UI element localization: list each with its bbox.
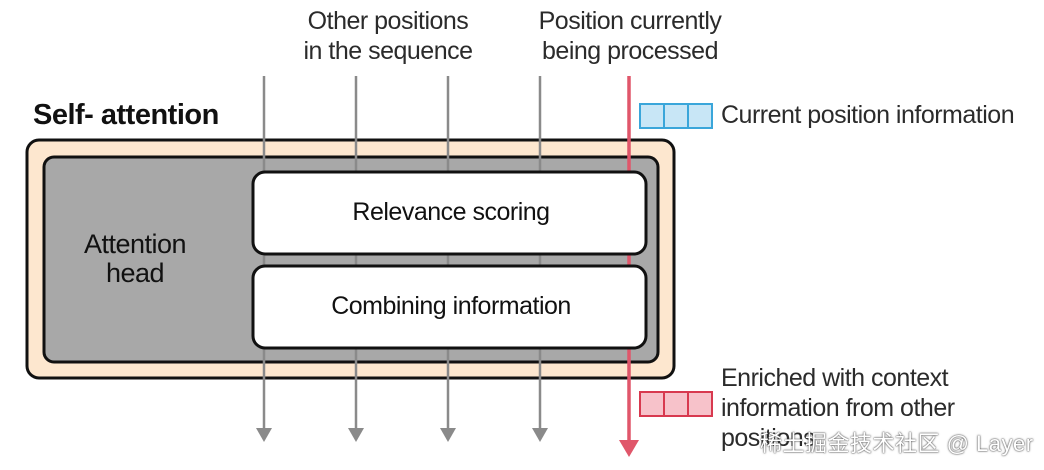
relevance-scoring-label: Relevance scoring bbox=[352, 198, 550, 226]
enriched-line-3: positions bbox=[721, 424, 816, 452]
gray-arrowhead-2 bbox=[348, 428, 364, 442]
combining-information-label: Combining information bbox=[331, 292, 571, 320]
attention-head-line-2: head bbox=[105, 258, 165, 288]
attention-head-line-1: Attention bbox=[83, 229, 187, 259]
attention-head-label: Attention head bbox=[60, 230, 210, 288]
watermark: 稀土掘金技术社区 @ Layer bbox=[760, 431, 1034, 456]
enriched-line-2: information from other bbox=[721, 394, 955, 422]
current-position-arrowhead bbox=[619, 440, 639, 457]
current-info-label: Current position information bbox=[721, 101, 1015, 129]
current-vector-icon bbox=[639, 103, 713, 129]
current-position-line-1: Position currently bbox=[538, 7, 722, 35]
gray-arrowhead-3 bbox=[440, 428, 456, 442]
gray-arrowhead-4 bbox=[532, 428, 548, 442]
enriched-label: Enriched with context information from o… bbox=[721, 363, 955, 453]
relevance-scoring-box bbox=[251, 170, 648, 256]
self-attention-title: Self- attention bbox=[33, 99, 219, 131]
other-positions-label: Other positions in the sequence bbox=[288, 6, 488, 66]
enriched-line-1: Enriched with context bbox=[721, 364, 949, 392]
combining-information-box bbox=[251, 264, 648, 350]
gray-arrowhead-1 bbox=[256, 428, 272, 442]
other-positions-line-2: in the sequence bbox=[303, 37, 473, 65]
current-position-line-2: being processed bbox=[542, 37, 718, 65]
other-positions-line-1: Other positions bbox=[307, 7, 469, 35]
current-position-label: Position currently being processed bbox=[520, 6, 740, 66]
enriched-vector-icon bbox=[639, 391, 713, 417]
